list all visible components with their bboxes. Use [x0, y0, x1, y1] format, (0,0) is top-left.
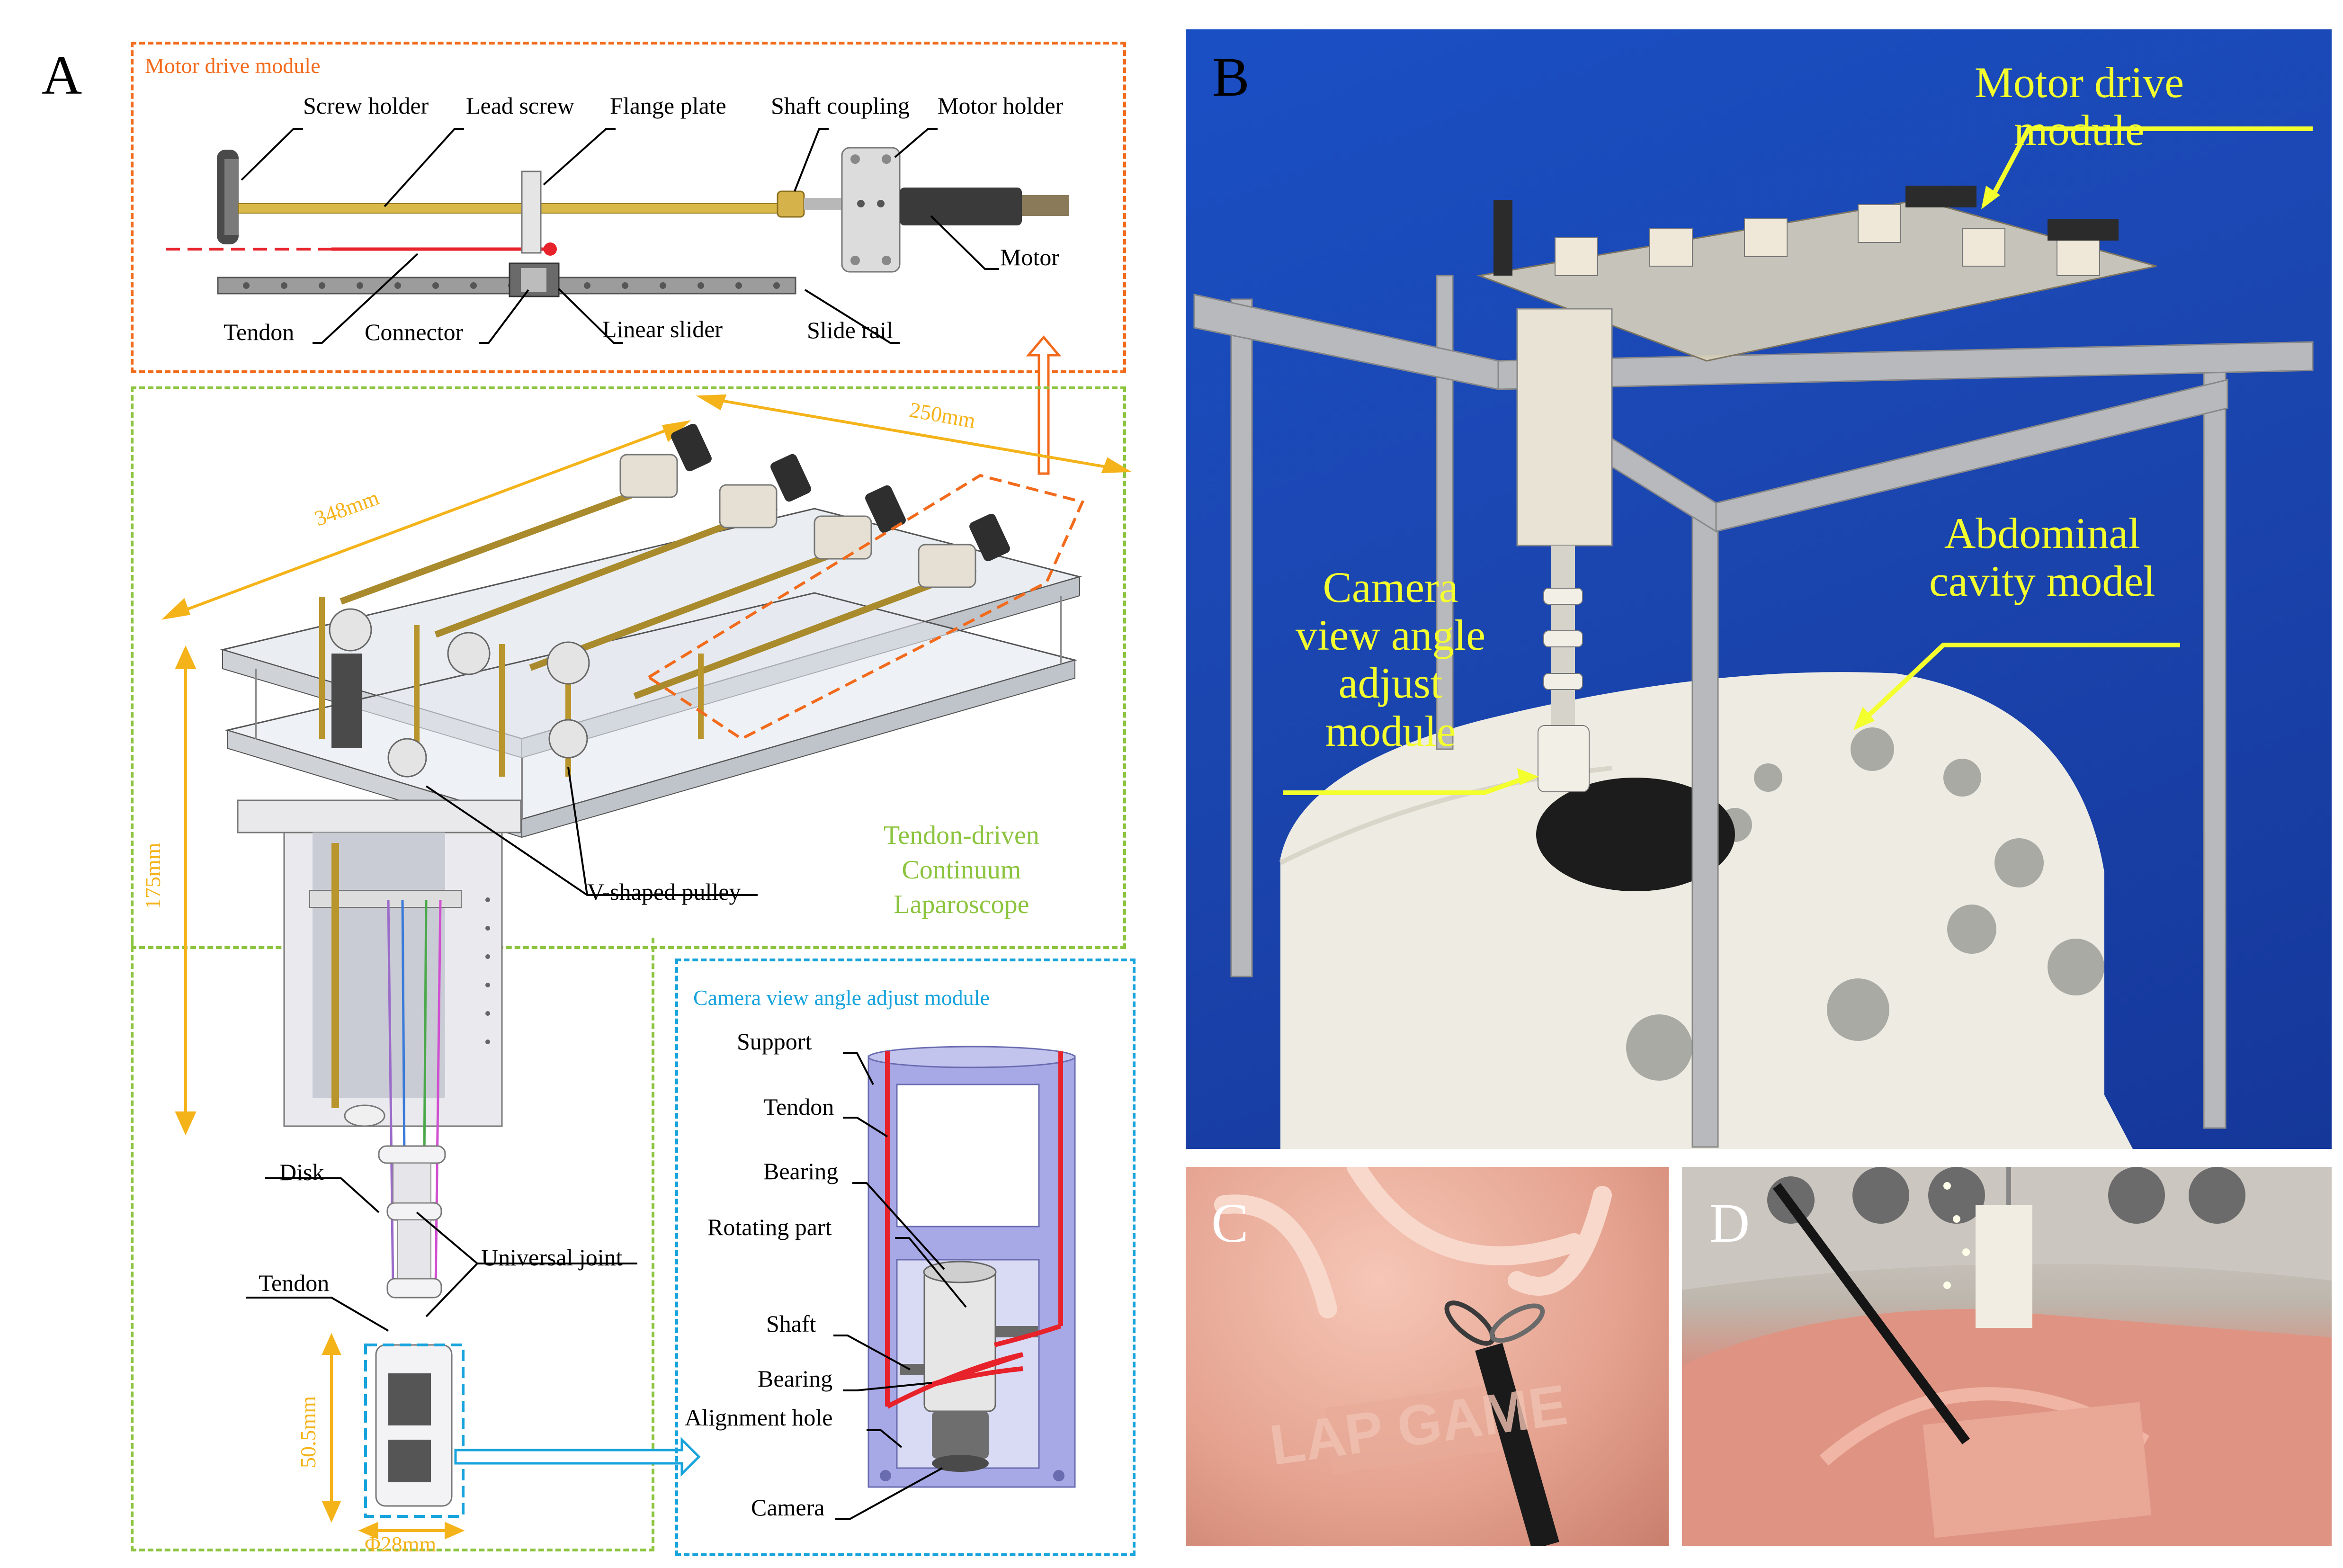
motor-module-photo-line-1: Motor drive [1975, 58, 2184, 107]
laparoscope-box-lower [131, 938, 654, 1551]
rotating-part [923, 1268, 996, 1412]
label-slide-rail: Slide rail [807, 317, 893, 343]
motor-drive-module-box [131, 42, 1126, 373]
label-tendon-motor: Tendon [224, 319, 295, 345]
label-support: Support [737, 1028, 812, 1055]
photo-c-scene [1214, 1167, 1612, 1546]
abdominal-photo-line-2: cavity model [1929, 557, 2155, 606]
laparoscope-title: Tendon-driven Continuum Laparoscope [884, 818, 1039, 922]
laparoscope-box [131, 386, 1126, 949]
motor-body [900, 188, 1022, 225]
label-shaft-coupling: Shaft coupling [771, 92, 910, 119]
panel-letter-b: B [1212, 46, 1250, 108]
camera-module-box [675, 959, 1136, 1556]
photo-b [1186, 29, 2332, 1149]
dim-diameter: Φ28mm [365, 1532, 437, 1556]
panel-letter-c: C [1211, 1192, 1249, 1254]
label-motor-holder: Motor holder [938, 92, 1064, 119]
panel-letter-a: A [42, 44, 82, 106]
label-connector: Connector [365, 319, 464, 345]
camera-module-title: Camera view angle adjust module [693, 986, 990, 1010]
right-arrow [454, 1436, 701, 1477]
photo-d [1682, 1167, 2332, 1546]
base-plate [237, 799, 522, 833]
label-lead-screw: Lead screw [466, 92, 575, 119]
motor-module-title: Motor drive module [145, 54, 321, 78]
camera-photo-line-4: module [1325, 707, 1456, 755]
label-camera: Camera [751, 1494, 825, 1521]
label-tendon-lap: Tendon [259, 1270, 330, 1296]
photo-c [1186, 1167, 1669, 1546]
laparoscope-title-line-2: Continuum [902, 855, 1021, 885]
label-bearing-bottom: Bearing [758, 1365, 833, 1392]
label-alignment-hole: Alignment hole [685, 1404, 833, 1431]
abdominal-photo-label: Abdominal cavity model [1929, 509, 2155, 606]
motor-module-photo-line-2: module [2014, 106, 2145, 155]
label-screw-holder: Screw holder [303, 92, 429, 119]
label-rotating-part: Rotating part [707, 1214, 832, 1240]
flange-plate [521, 170, 542, 254]
label-universal-joint: Universal joint [481, 1244, 623, 1271]
label-motor: Motor [1000, 244, 1059, 270]
laparoscope-title-line-3: Laparoscope [894, 889, 1029, 919]
laparoscope-title-line-1: Tendon-driven [884, 821, 1039, 850]
photo-b-scene [1193, 126, 2314, 1149]
photo-d-scene [1682, 1167, 2332, 1546]
camera-photo-line-1: Camera [1323, 563, 1458, 611]
label-disk: Disk [279, 1159, 324, 1185]
label-bearing-top: Bearing [763, 1158, 839, 1184]
motor-module-photo-label: Motor drive module [1975, 58, 2184, 155]
camera-photo-label: Camera view angle adjust module [1296, 563, 1486, 755]
label-v-pulley: V-shaped pulley [587, 878, 741, 905]
label-linear-slider: Linear slider [602, 316, 723, 342]
panel-letter-d: D [1709, 1192, 1750, 1254]
camera-photo-line-2: view angle [1296, 611, 1486, 660]
label-shaft: Shaft [766, 1310, 816, 1337]
abdominal-photo-line-1: Abdominal [1944, 509, 2140, 557]
label-tendon-cam: Tendon [763, 1093, 834, 1120]
camera-photo-line-3: adjust [1338, 659, 1443, 708]
label-flange-plate: Flange plate [610, 92, 726, 119]
